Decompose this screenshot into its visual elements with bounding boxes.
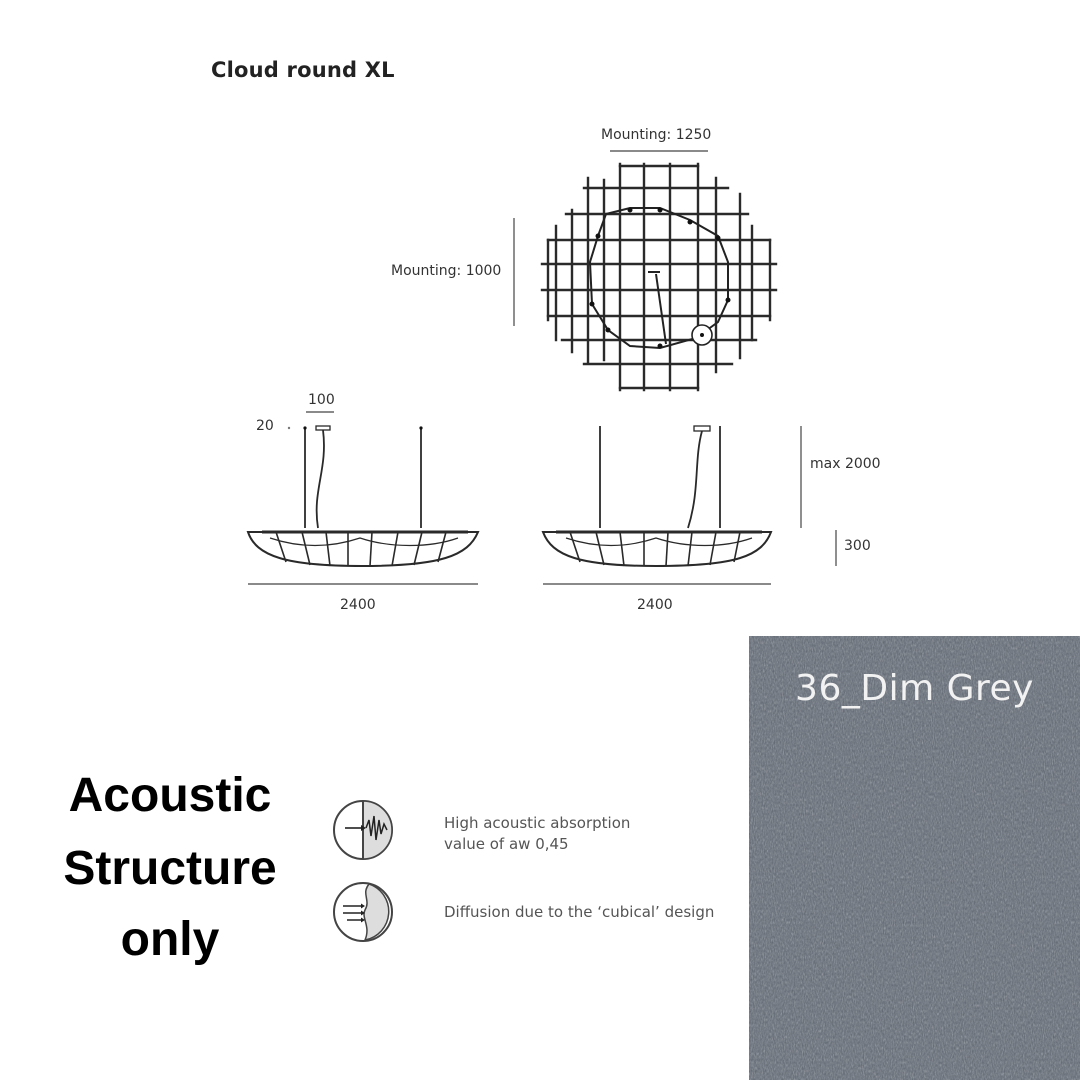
absorption-icon xyxy=(333,800,393,860)
diffusion-icon xyxy=(333,882,393,942)
diffusion-feature-text: Diffusion due to the ‘cubical’ design xyxy=(444,902,714,923)
top-view-dimension-lines xyxy=(513,150,708,326)
color-swatch-felt xyxy=(749,636,1080,1080)
headline-line-1: Acoustic xyxy=(68,769,272,822)
canopy-circle xyxy=(691,324,713,346)
headline-line-2: Structure xyxy=(63,842,277,895)
technical-drawing xyxy=(246,150,837,585)
max-height-label: max 2000 xyxy=(810,456,881,472)
diffusion-line-1: Diffusion due to the ‘cubical’ design xyxy=(444,903,715,921)
absorption-line-1: High acoustic absorption xyxy=(444,814,631,832)
side-view-dimension-lines xyxy=(248,411,837,585)
top-view-joints xyxy=(589,207,731,349)
top-view-grid xyxy=(540,162,778,392)
absorption-line-2: value of aw 0,45 xyxy=(444,835,569,853)
width-label-right: 2400 xyxy=(637,597,673,613)
product-title: Cloud round XL xyxy=(211,58,395,82)
side-view-left xyxy=(246,425,480,568)
absorption-feature-text: High acoustic absorption value of aw 0,4… xyxy=(444,813,630,855)
width-label-left: 2400 xyxy=(340,597,376,613)
headline-line-3: only xyxy=(120,913,220,966)
mounting-depth-label: Mounting: 1000 xyxy=(391,263,502,279)
felt-texture xyxy=(749,636,1080,1080)
side-view-right xyxy=(541,425,773,568)
body-height-label: 300 xyxy=(844,538,871,554)
mounting-width-label: Mounting: 1250 xyxy=(601,127,712,143)
cable-width-label: 100 xyxy=(308,392,335,408)
top-offset-label: 20 xyxy=(256,418,274,434)
swatch-color-name: 36_Dim Grey xyxy=(795,668,1034,709)
